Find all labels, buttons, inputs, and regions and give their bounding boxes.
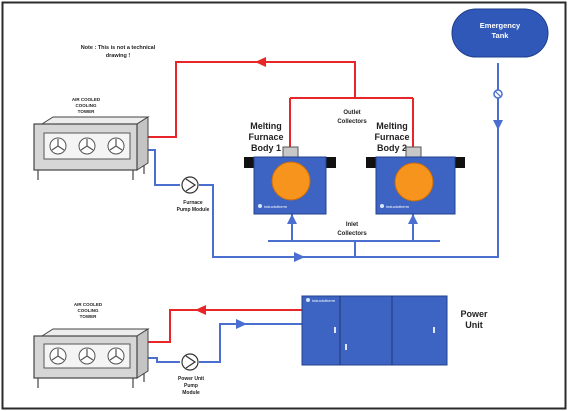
furnace2-brand: inductotherm — [386, 204, 410, 209]
power-unit-cabinet: inductotherm — [301, 295, 448, 366]
cold-line-arrow-icon — [493, 120, 503, 130]
furnace2-label-1: Melting — [376, 121, 408, 131]
fan-icon — [107, 137, 125, 155]
tower-top-label-2: COOLING — [76, 103, 97, 108]
cooling-tower-bottom: AIR COOLED COOLING TOWER — [33, 302, 150, 388]
valve-icon — [493, 89, 503, 99]
fan-icon — [49, 347, 67, 365]
furnace1-label-1: Melting — [250, 121, 282, 131]
hot-return-line — [142, 61, 414, 147]
cold-supply-line — [142, 63, 499, 258]
furnace1-label-3: Body 1 — [251, 143, 281, 153]
hot-line-arrow-icon — [195, 305, 206, 315]
melting-furnace-2: Melting Furnace Body 2 inductotherm — [366, 121, 465, 215]
brand-logo-icon — [380, 204, 384, 208]
furnace1-label-2: Furnace — [248, 132, 283, 142]
furnace1-brand: inductotherm — [264, 204, 288, 209]
hot-line-arrow-icon — [255, 57, 266, 67]
power-unit-label-2: Unit — [465, 320, 483, 330]
emergency-tank-label-2: Tank — [492, 31, 510, 40]
cold-line-arrow-icon — [294, 252, 305, 262]
emergency-tank: Emergency Tank — [451, 8, 549, 58]
cold-line-arrow-icon — [236, 319, 247, 329]
tower-bottom-label-3: TOWER — [80, 314, 97, 319]
power-unit-pump-label-3: Module — [182, 390, 200, 396]
melting-furnace-1: Melting Furnace Body 1 inductotherm — [244, 121, 336, 215]
outlet-collectors-label-1: Outlet — [343, 110, 360, 116]
inlet-collectors-label-1: Inlet — [346, 222, 358, 228]
brand-logo-icon — [306, 298, 310, 302]
cold-line-arrow-icon — [408, 214, 418, 224]
cold-line-arrow-icon — [287, 214, 297, 224]
furnace2-label-3: Body 2 — [377, 143, 407, 153]
outlet-collectors-label-2: Collectors — [337, 119, 367, 125]
fan-icon — [78, 137, 96, 155]
brand-logo-icon — [258, 204, 262, 208]
emergency-tank-label-1: Emergency — [480, 21, 521, 30]
tower-bottom-label-2: COOLING — [78, 308, 99, 313]
power-unit-hot-line — [142, 309, 302, 343]
power-unit-brand: inductotherm — [312, 298, 336, 303]
fan-icon — [107, 347, 125, 365]
power-unit-pump-icon — [181, 353, 199, 371]
note-line-2: drawing ! — [106, 53, 131, 59]
power-unit-cold-line — [142, 323, 302, 363]
furnace-pump-label-2: Pump Module — [177, 207, 210, 213]
power-unit-pump-label-1: Power Unit — [178, 376, 204, 382]
furnace2-label-2: Furnace — [374, 132, 409, 142]
tower-bottom-label-1: AIR COOLED — [74, 302, 103, 307]
inlet-collectors-label-2: Collectors — [337, 231, 367, 237]
power-unit-label-1: Power — [460, 309, 488, 319]
fan-icon — [49, 137, 67, 155]
cooling-tower-top: AIR COOLED COOLING TOWER — [33, 97, 150, 180]
furnace-pump-label-1: Furnace — [183, 200, 203, 206]
note-line-1: Note : This is not a technical — [81, 45, 156, 51]
tower-top-label-3: TOWER — [78, 109, 95, 114]
power-unit-pump-label-2: Pump — [184, 383, 198, 389]
furnace-pump-icon — [181, 176, 199, 194]
fan-icon — [78, 347, 96, 365]
tower-top-label-1: AIR COOLED — [72, 97, 101, 102]
